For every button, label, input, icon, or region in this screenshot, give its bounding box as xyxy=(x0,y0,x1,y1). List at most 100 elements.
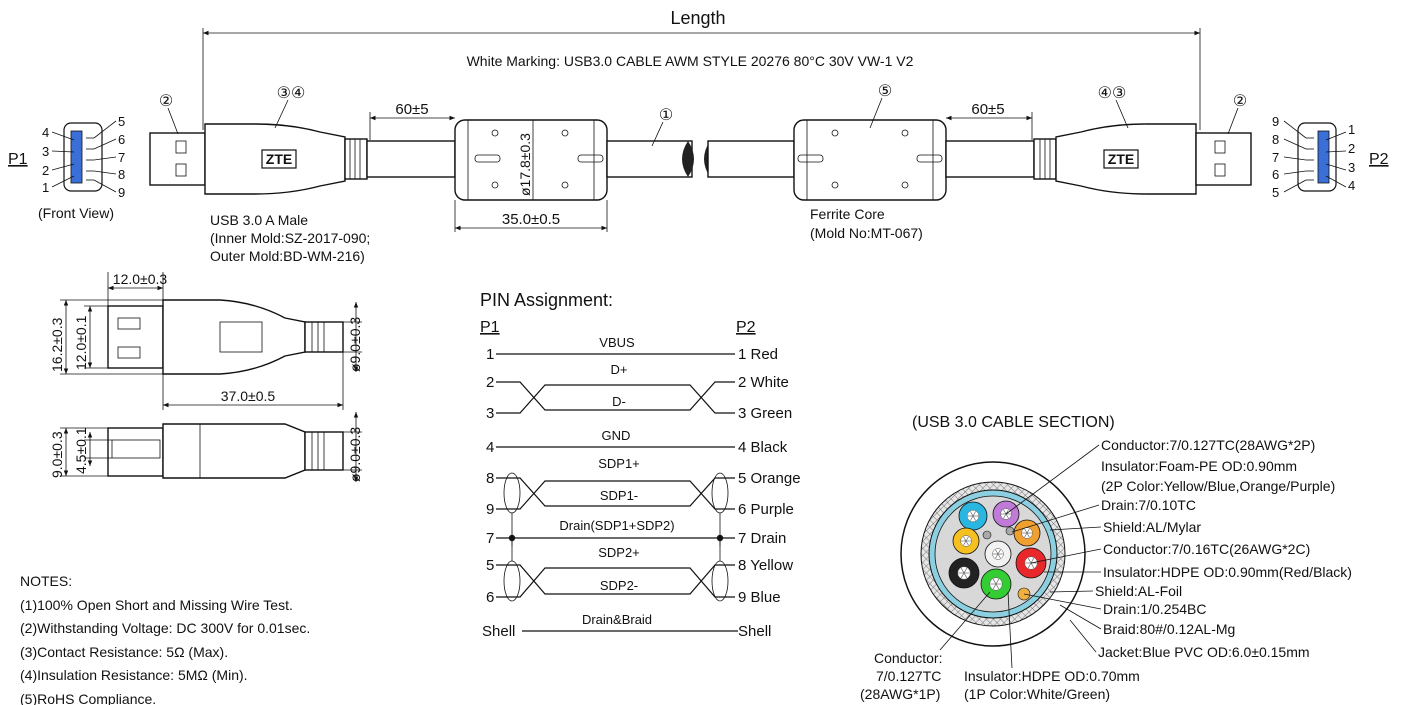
callout-34: ③④ xyxy=(277,85,306,102)
ferrite-core-right xyxy=(793,119,947,201)
callout-5: ⑤ xyxy=(878,83,892,100)
ins-label-1: Insulator:HDPE OD:0.70mm xyxy=(964,668,1140,684)
pin-signal-2: D- xyxy=(612,394,626,409)
dim-12: 12.0±0.3 xyxy=(113,271,168,287)
lp-4: 4 xyxy=(42,125,49,140)
lp-3: 3 xyxy=(42,144,49,159)
dim-45: 4.5±0.1 xyxy=(73,427,89,474)
rp-8: 8 xyxy=(1272,132,1279,147)
pin-right-1: 2 White xyxy=(738,374,789,391)
ferrite-dia-dim: ø17.8±0.3 xyxy=(517,133,533,196)
pin-right-2: 3 Green xyxy=(738,405,792,422)
pin-right-8: 9 Blue xyxy=(738,589,781,606)
rp-5: 5 xyxy=(1272,185,1279,200)
drain-wire xyxy=(1017,587,1031,601)
ferrite-label: Ferrite Core xyxy=(810,206,885,222)
pin-left-0: 1 xyxy=(486,346,494,363)
pin-signal-5: SDP1- xyxy=(600,488,638,503)
pin-signal-7: SDP2+ xyxy=(598,545,640,560)
pin-left-2: 3 xyxy=(486,405,494,422)
pin-right-3: 4 Black xyxy=(738,439,788,456)
wire-cyan xyxy=(958,501,988,531)
section-label-7: Shield:AL-Foil xyxy=(1095,583,1182,599)
section-label-6: Insulator:HDPE OD:0.90mm(Red/Black) xyxy=(1103,564,1352,580)
cond-label-1: Conductor: xyxy=(874,650,942,666)
lp-2: 2 xyxy=(42,163,49,178)
lp-1: 1 xyxy=(42,180,49,195)
rp-7: 7 xyxy=(1272,150,1279,165)
length-label: Length xyxy=(670,8,725,28)
cond-label-2: 7/0.127TC xyxy=(876,668,941,684)
inner-mold-label: (Inner Mold:SZ-2017-090; xyxy=(210,230,370,246)
pin-right-9: Shell xyxy=(738,623,771,640)
callout-43: ④③ xyxy=(1098,85,1127,102)
pin-signal-1: D+ xyxy=(611,362,628,377)
front-view-label: (Front View) xyxy=(38,205,114,221)
pin-p2: P2 xyxy=(736,319,756,336)
dim-162: 16.2±0.3 xyxy=(49,317,65,372)
section-label-8: Drain:1/0.254BC xyxy=(1103,601,1207,617)
cond-label-3: (28AWG*1P) xyxy=(860,686,940,702)
section-title: (USB 3.0 CABLE SECTION) xyxy=(912,414,1115,431)
section-label-10: Jacket:Blue PVC OD:6.0±0.15mm xyxy=(1098,644,1310,660)
wire-black xyxy=(948,557,980,589)
left-logo: ZTE xyxy=(266,151,292,167)
white-marking: White Marking: USB3.0 CABLE AWM STYLE 20… xyxy=(467,53,914,69)
section-label-4: Shield:AL/Mylar xyxy=(1103,519,1201,535)
note-1: (1)100% Open Short and Missing Wire Test… xyxy=(20,596,293,613)
pin-right-5: 6 Purple xyxy=(738,501,794,518)
ins-label-2: (1P Color:White/Green) xyxy=(964,686,1110,702)
pin-right-6: 7 Drain xyxy=(738,530,786,547)
p1-label-top: P1 xyxy=(8,151,28,168)
pin-right-7: 8 Yellow xyxy=(738,557,793,574)
pin-p1: P1 xyxy=(480,319,500,336)
wire-green xyxy=(980,568,1012,600)
rp-3: 3 xyxy=(1348,160,1355,175)
notes: NOTES: (1)100% Open Short and Missing Wi… xyxy=(20,570,310,705)
pin-left-5: 9 xyxy=(486,501,494,518)
dim-ferrite-len: 35.0±0.5 xyxy=(502,211,560,228)
pin-title: PIN Assignment: xyxy=(480,290,613,310)
dim-60-right: 60±5 xyxy=(971,101,1004,118)
lp-5: 5 xyxy=(118,114,125,129)
pin-signal-0: VBUS xyxy=(599,335,635,350)
pin-signal-9: Drain&Braid xyxy=(582,612,652,627)
section-label-3: Drain:7/0.10TC xyxy=(1101,497,1196,513)
lp-6: 6 xyxy=(118,132,125,147)
pin-right-0: 1 Red xyxy=(738,346,778,363)
pin-left-3: 4 xyxy=(486,439,494,456)
pin-assignment: PIN Assignment: P1 P2 1 VBUS 1 Red 2 D+ 2 Whi… xyxy=(480,290,801,640)
wire-white xyxy=(984,540,1012,568)
ferrite-mold-label: (Mold No:MT-067) xyxy=(810,225,923,241)
section-label-0: Conductor:7/0.127TC(28AWG*2P) xyxy=(1101,437,1315,453)
cable-section: (USB 3.0 CABLE SECTION) Conductor:7/0.12… xyxy=(860,414,1352,702)
side-views: 12.0±0.3 16.2±0.3 12.0±0.1 ø9.0±0.3 37.0… xyxy=(49,271,363,482)
outer-mold-label: Outer Mold:BD-WM-216) xyxy=(210,248,365,264)
notes-title: NOTES: xyxy=(20,573,73,589)
dim-120: 12.0±0.1 xyxy=(73,315,89,370)
section-label-1: Insulator:Foam-PE OD:0.90mm xyxy=(1101,458,1297,474)
pin-left-9: Shell xyxy=(482,623,515,640)
pin-signal-4: SDP1+ xyxy=(598,456,640,471)
note-4: (4)Insulation Resistance: 5MΩ (Min). xyxy=(20,667,248,683)
wire-orange xyxy=(1013,519,1041,547)
dim-90b: 9.0±0.3 xyxy=(49,431,65,478)
p2-label-top: P2 xyxy=(1369,151,1389,168)
pin-signal-3: GND xyxy=(602,428,631,443)
lp-8: 8 xyxy=(118,167,125,182)
pin-signal-6: Drain(SDP1+SDP2) xyxy=(559,518,674,533)
pin-left-1: 2 xyxy=(486,374,494,391)
pin-signal-8: SDP2- xyxy=(600,578,638,593)
lp-9: 9 xyxy=(118,185,125,200)
dim-37: 37.0±0.5 xyxy=(221,388,276,404)
pin-right-4: 5 Orange xyxy=(738,470,801,487)
section-label-2: (2P Color:Yellow/Blue,Orange/Purple) xyxy=(1101,478,1335,494)
note-3: (3)Contact Resistance: 5Ω (Max). xyxy=(20,643,229,660)
dim-60-left: 60±5 xyxy=(395,101,428,118)
dim-90a: ø9.0±0.3 xyxy=(347,317,363,372)
rp-4: 4 xyxy=(1348,178,1355,193)
rp-1: 1 xyxy=(1348,122,1355,137)
callout-1: ① xyxy=(659,107,673,124)
